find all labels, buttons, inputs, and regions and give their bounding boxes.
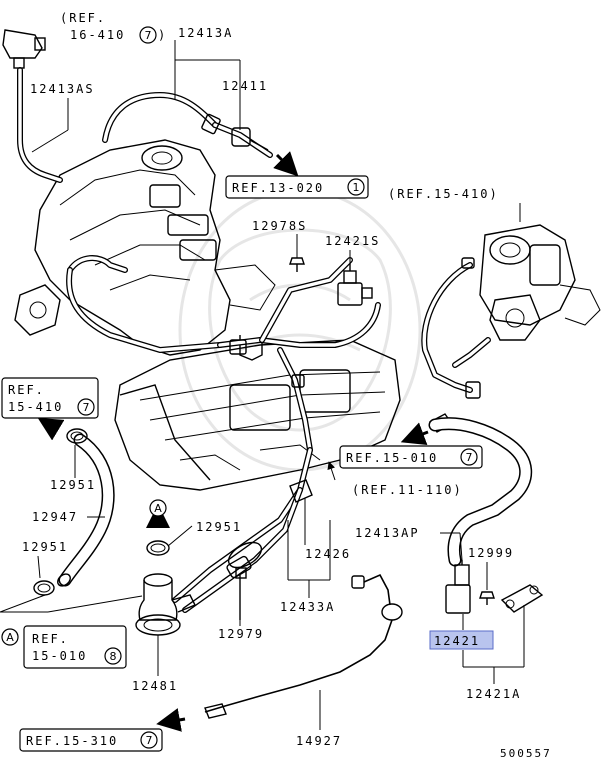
- clamp-12951-c: [33, 580, 55, 596]
- ref-15-010-low-num: 8: [110, 650, 117, 663]
- ref-15-010-mid-text: REF.15-010: [346, 451, 438, 465]
- ref-16-410-num: 7: [145, 29, 152, 42]
- label-12421a: 12421A: [466, 687, 521, 701]
- ref-15-410-left-line1: REF.: [8, 383, 45, 397]
- label-12413a: 12413A: [178, 26, 233, 40]
- leader-lines: [0, 40, 525, 730]
- bolt-12978s: [289, 257, 305, 272]
- marker-a-top: A: [149, 499, 167, 517]
- hose-12947: [57, 433, 115, 587]
- ref-15-310-num: 7: [146, 734, 153, 747]
- bracket-12421a: [500, 584, 544, 613]
- diagram-code: 500557: [500, 747, 552, 760]
- ref-15-010-mid[interactable]: REF.15-010 7: [339, 445, 483, 469]
- ref-13-020-num: 1: [353, 181, 360, 194]
- ref-15-410-left-num: 7: [83, 401, 90, 414]
- right-unit: [479, 224, 601, 341]
- bolt-12999: [479, 591, 495, 605]
- clamp-12951-b: [146, 540, 170, 556]
- label-12951-a: 12951: [50, 478, 96, 492]
- ref-13-020[interactable]: REF.13-020 1: [225, 175, 369, 199]
- label-12426: 12426: [305, 547, 351, 561]
- ref-15-010-mid-num: 7: [466, 451, 473, 464]
- label-12978s: 12978S: [252, 219, 307, 233]
- connector-16-410: [2, 29, 46, 69]
- label-12433a: 12433A: [280, 600, 335, 614]
- label-12481: 12481: [132, 679, 178, 693]
- label-12411: 12411: [222, 79, 268, 93]
- label-12951-c: 12951: [22, 540, 68, 554]
- joint-12411: [201, 113, 269, 151]
- ref-16-410-line1: (REF.: [60, 11, 106, 25]
- hose-12413ap: [428, 417, 533, 567]
- wire-harness: [172, 447, 313, 613]
- clamp-12951-a: [66, 428, 88, 444]
- ref-11-110[interactable]: (REF.11-110): [352, 483, 463, 497]
- vacuum-hose-12413as: [17, 67, 63, 183]
- ref-15-010-low-line1: REF.: [32, 632, 69, 646]
- ref-16-410[interactable]: (REF. 16-410 7 ): [60, 11, 167, 44]
- ref-13-020-text: REF.13-020: [232, 181, 324, 195]
- ref-15-010-low[interactable]: A REF. 15-010 8: [1, 625, 127, 669]
- right-vacuum-lines: [421, 257, 491, 433]
- ref-15-410-top[interactable]: (REF.15-410): [388, 187, 499, 201]
- engine-block: [14, 139, 276, 356]
- label-12947: 12947: [32, 510, 78, 524]
- ref-arrows: [37, 151, 429, 732]
- ref-15-410-left[interactable]: REF. 15-410 7: [1, 377, 99, 419]
- label-12413ap: 12413AP: [355, 526, 420, 540]
- label-12421: 12421: [434, 634, 480, 648]
- label-12413as: 12413AS: [30, 82, 95, 96]
- label-12421-highlight[interactable]: 12421: [429, 630, 494, 650]
- label-12999: 12999: [468, 546, 514, 560]
- label-12979: 12979: [218, 627, 264, 641]
- vacuum-hose-12413a: [102, 92, 273, 158]
- sensor-12979: [235, 567, 247, 620]
- marker-a-top-letter: A: [154, 502, 162, 515]
- ref-15-010-low-marker: A: [6, 631, 14, 644]
- label-12421s: 12421S: [325, 234, 380, 248]
- valve-12481: [135, 573, 196, 636]
- ref-16-410-line2: 16-410: [70, 28, 125, 42]
- ref-15-010-low-line2: 15-010: [32, 649, 87, 663]
- ref-15-310-text: REF.15-310: [26, 734, 118, 748]
- svg-text:): ): [158, 28, 167, 42]
- ref-15-410-left-line2: 15-410: [8, 400, 63, 414]
- label-14927: 14927: [296, 734, 342, 748]
- ref-15-310[interactable]: REF.15-310 7: [19, 728, 163, 752]
- vacuum-lines: [66, 255, 381, 453]
- solenoid-12421: [445, 560, 471, 614]
- sensor-14927: [204, 573, 403, 719]
- label-12951-b: 12951: [196, 520, 242, 534]
